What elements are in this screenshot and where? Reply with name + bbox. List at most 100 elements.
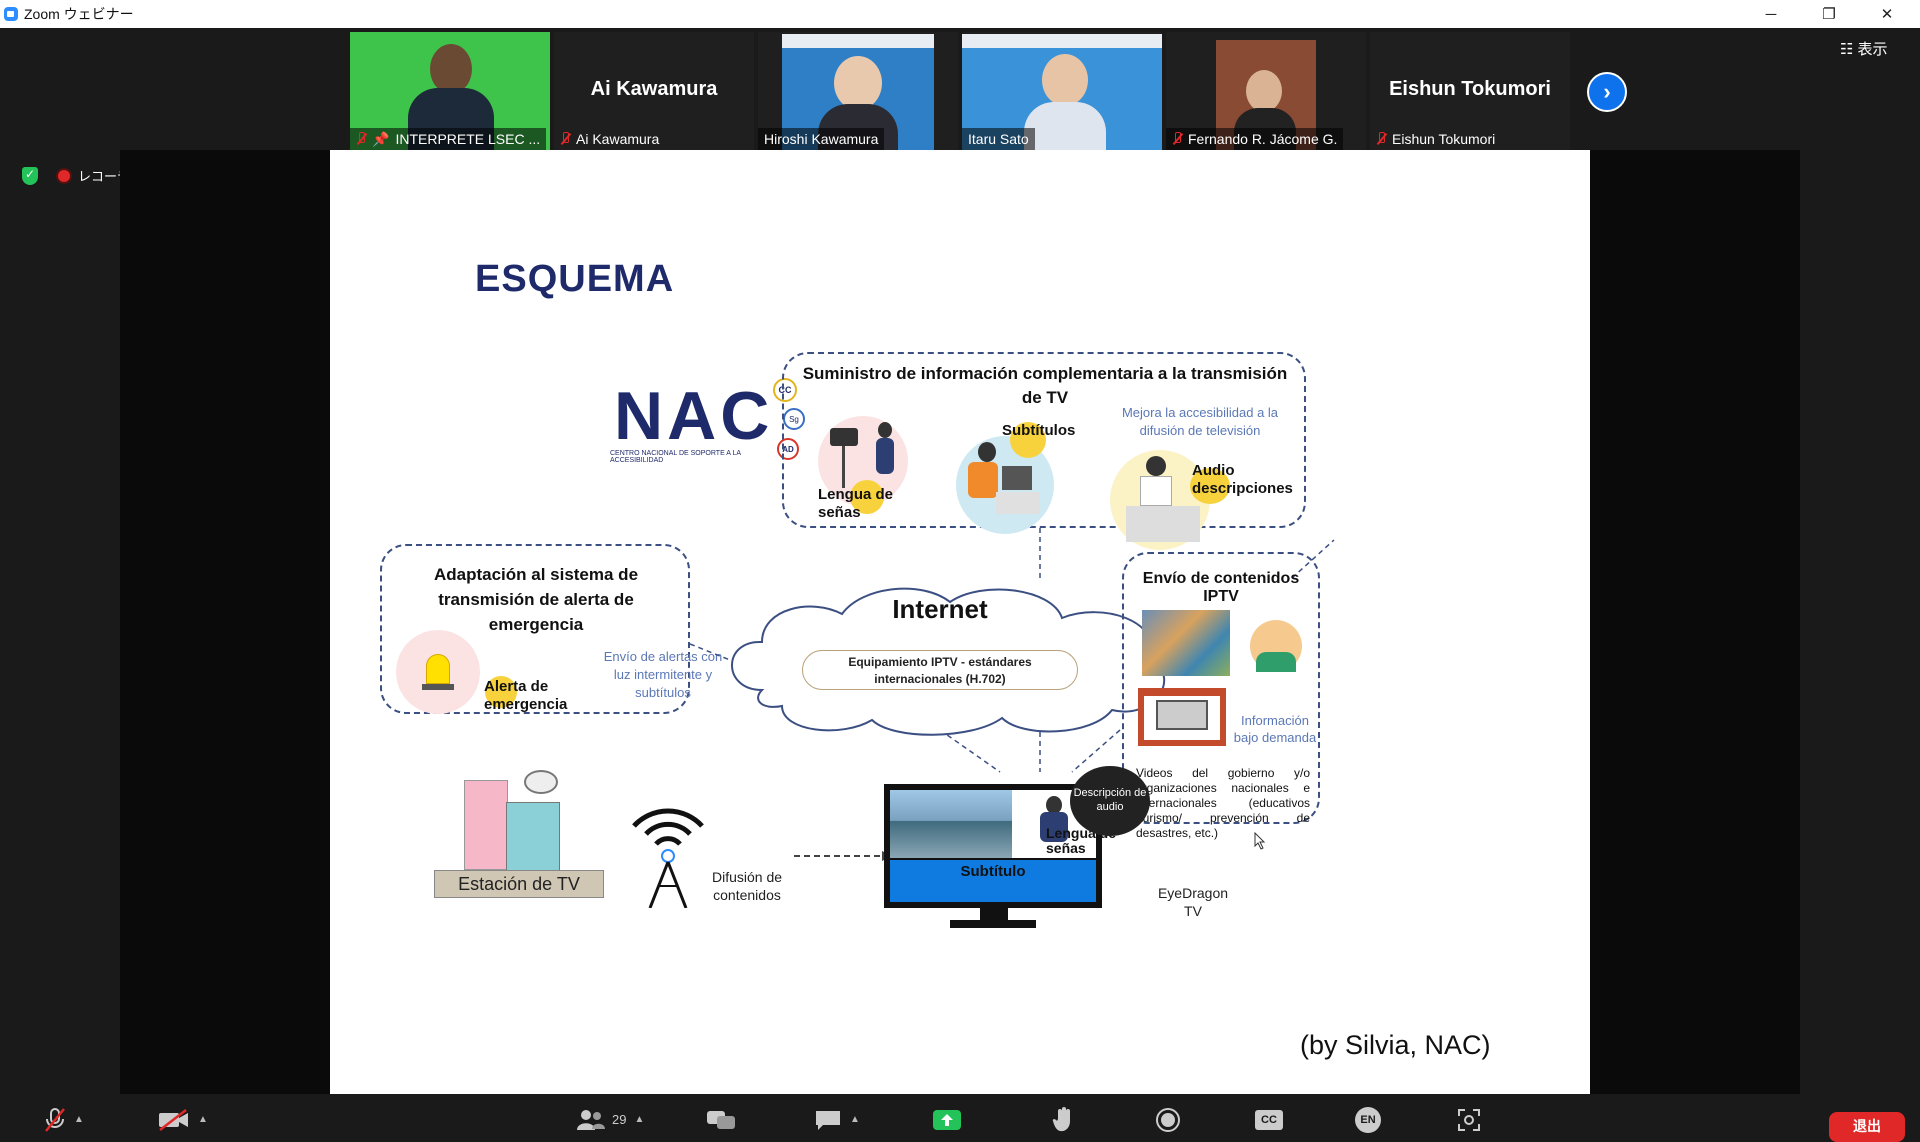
video-tile[interactable]: Ai Kawamura Ai Kawamura (554, 32, 754, 150)
caret-up-icon[interactable]: ▲ (634, 1114, 645, 1125)
raise-hand-button[interactable] (1052, 1100, 1076, 1139)
cc-badge-icon: CC (773, 378, 797, 402)
broadcast-label: Difusión de contenidos (711, 869, 783, 903)
window-titlebar: Zoom ウェビナー ─ ❐ ✕ (0, 0, 1920, 28)
tile-name: Eishun Tokumori (1370, 128, 1501, 150)
tile-name: Fernando R. Jácome G. (1166, 128, 1344, 150)
audio-description-label: Audio descripciones (1192, 462, 1293, 497)
photo-collage (1142, 610, 1230, 676)
audio-description-bubble: Descripción de audio (1070, 766, 1150, 836)
video-button[interactable]: ▲ (158, 1100, 208, 1139)
chat-icon (816, 1110, 840, 1130)
share-screen-button[interactable] (932, 1100, 962, 1139)
tile-name: 📌INTERPRETE LSEC ... (350, 128, 547, 150)
sign-badge-icon: Sg (783, 408, 805, 430)
participants-icon (577, 1109, 605, 1130)
share-screen-icon (933, 1109, 961, 1130)
video-tile[interactable]: Eishun Tokumori Eishun Tokumori (1370, 32, 1570, 150)
video-tile[interactable]: Hiroshi Kawamura (758, 32, 958, 150)
supply-heading: Suministro de información complementaria… (802, 364, 1288, 407)
eyedragon-tv-label: EyeDragon TV (1157, 885, 1229, 919)
tv-landscape (890, 790, 1012, 858)
audio-illustration (1110, 450, 1210, 550)
tv-room-illustration (1138, 688, 1226, 746)
participant-head (430, 44, 472, 94)
focus-mode-button[interactable] (1457, 1100, 1481, 1139)
supply-box (782, 352, 1306, 528)
mic-muted-icon (45, 1107, 65, 1132)
video-tile[interactable]: 📌INTERPRETE LSEC ... (350, 32, 550, 150)
alert-highlight (485, 676, 517, 708)
chat-button[interactable]: ▲ (814, 1100, 860, 1139)
qa-icon (707, 1110, 735, 1129)
internet-title: Internet (892, 594, 988, 624)
mute-button[interactable]: ▲ (44, 1100, 84, 1139)
participants-count: 29 (612, 1112, 627, 1127)
record-dot-icon (58, 169, 70, 182)
view-label: 表示 (1857, 41, 1888, 58)
view-button[interactable]: ☷ 表示 (1840, 38, 1887, 59)
language-button[interactable]: EN (1355, 1100, 1381, 1139)
tv-subtitle-bar: Subtítulo (890, 860, 1096, 902)
camera-off-icon (159, 1108, 188, 1131)
caret-up-icon[interactable]: ▲ (198, 1114, 208, 1125)
mic-off-icon (1172, 132, 1182, 146)
qa-button[interactable] (706, 1100, 736, 1139)
participants-button[interactable]: 29 ▲ (576, 1100, 644, 1139)
close-button[interactable]: ✕ (1880, 6, 1894, 23)
iptv-equipment: Equipamiento IPTV - estándares internaci… (802, 650, 1078, 690)
accessibility-note: Mejora la accesibilidad a la difusión de… (1121, 405, 1279, 438)
siren-illustration (396, 630, 480, 714)
satellite-dish-icon (524, 770, 558, 794)
minimize-button[interactable]: ─ (1765, 5, 1777, 23)
participant-video (962, 34, 1162, 150)
leave-button[interactable]: 退出 (1829, 1112, 1905, 1142)
sign-highlight (850, 480, 884, 514)
tv-station-label: Estación de TV (434, 870, 604, 898)
globe-language-icon: EN (1355, 1106, 1381, 1133)
tile-name: Itaru Sato (962, 128, 1035, 150)
presenter-illustration (1250, 620, 1302, 672)
iptv-description: Videos del gobierno y/o organizaciones n… (1136, 766, 1310, 840)
nac-caption: CENTRO NACIONAL DE SOPORTE A LA ACCESIBI… (610, 450, 741, 464)
caret-up-icon[interactable]: ▲ (74, 1114, 84, 1125)
emergency-box (380, 544, 690, 714)
gallery-next-button[interactable]: › (1587, 72, 1627, 112)
antenna-tower-icon (632, 808, 704, 908)
nac-logo: NAC (614, 378, 774, 454)
caret-up-icon[interactable]: ▲ (850, 1114, 860, 1125)
zoom-logo-icon (4, 7, 18, 21)
grid-icon: ☷ (1840, 40, 1854, 58)
iptv-box (1122, 552, 1320, 824)
record-icon (1156, 1107, 1180, 1132)
tv-stand (980, 908, 1008, 920)
chevron-right-icon: › (1603, 79, 1611, 104)
on-demand-label: Información bajo demanda (1233, 713, 1317, 745)
cc-icon: CC (1255, 1109, 1283, 1130)
closed-caption-button[interactable]: CC (1255, 1100, 1283, 1139)
video-tile[interactable]: Itaru Sato (962, 32, 1162, 150)
mic-off-icon (560, 132, 570, 146)
emergency-heading: Adaptación al sistema de transmisión de … (433, 565, 639, 634)
mic-off-icon (356, 132, 366, 146)
mouse-cursor-icon (1254, 832, 1266, 850)
slide-credit: (by Silvia, NAC) (1300, 1030, 1491, 1060)
video-tile[interactable]: Fernando R. Jácome G. (1166, 32, 1366, 150)
tile-name: Hiroshi Kawamura (758, 128, 885, 150)
focus-frame-icon (1458, 1108, 1480, 1131)
shield-icon (22, 166, 38, 185)
tile-big-name: Eishun Tokumori (1389, 78, 1551, 100)
slide-title: ESQUEMA (475, 258, 675, 300)
tile-big-name: Ai Kawamura (590, 78, 718, 100)
iptv-heading: Envío de contenidos IPTV (1142, 570, 1300, 605)
sign-language-label: Lengua de señas (818, 486, 894, 521)
subtitles-highlight (1010, 422, 1046, 458)
tv-base (950, 920, 1036, 928)
emergency-note: Envío de alertas con luz intermitente y … (603, 649, 723, 700)
station-building-cyan (506, 802, 560, 872)
ad-badge-icon: AD (777, 438, 799, 460)
record-button[interactable] (1155, 1100, 1181, 1139)
shared-slide: ESQUEMA NAC CENTRO NACIONAL DE SOPORTE A… (330, 150, 1590, 1094)
restore-button[interactable]: ❐ (1822, 6, 1836, 23)
subtitles-label: Subtítulos (1002, 422, 1076, 439)
